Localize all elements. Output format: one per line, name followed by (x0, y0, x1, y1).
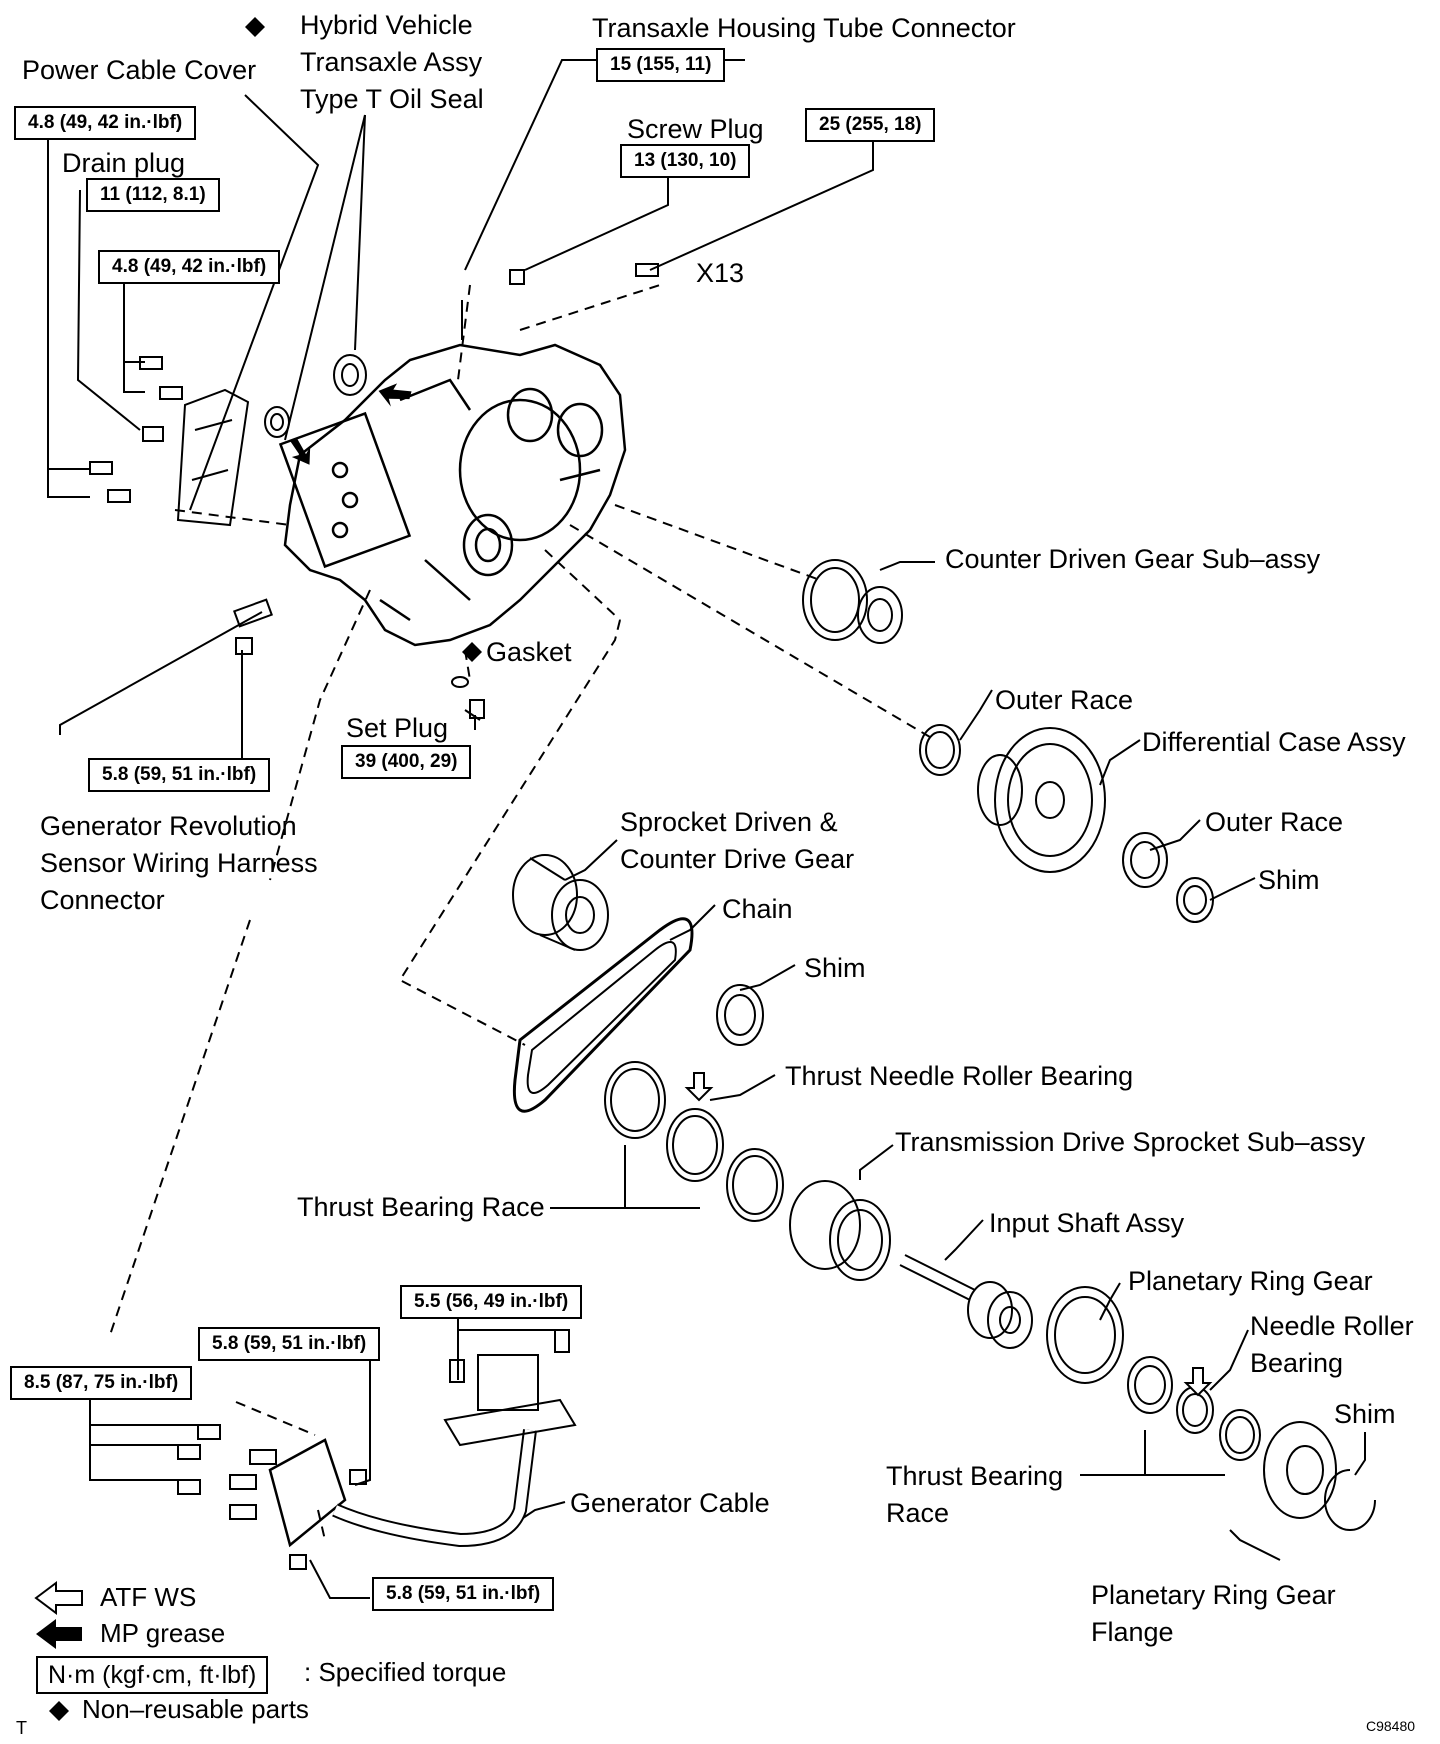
label-shim-3: Shim (1334, 1399, 1396, 1429)
generator-cable (177, 1329, 577, 1570)
torque-box-5-8-c: 5.8 (59, 51 in.·lbf) (372, 1577, 555, 1611)
non-reusable-diamond-icon (49, 1701, 69, 1721)
label-transmission-drive: Transmission Drive Sprocket Sub–assy (895, 1127, 1366, 1157)
label-gen-rev-3: Connector (40, 885, 165, 915)
corner-mark: T (16, 1718, 27, 1738)
torque-box-25: 25 (255, 18) (805, 108, 936, 142)
sprocket-driven-gear (512, 854, 609, 951)
label-set-plug: Set Plug (346, 713, 449, 743)
label-seal-line-2: Transaxle Assy (300, 47, 483, 77)
power-cable-cover (176, 388, 250, 527)
torque-box-13: 13 (130, 10) (620, 144, 751, 178)
label-thrust-needle: Thrust Needle Roller Bearing (785, 1061, 1134, 1091)
label-ring-gear-flange-2: Flange (1091, 1617, 1174, 1647)
label-seal-line-3: Type T Oil Seal (300, 84, 484, 114)
label-outer-race-1: Outer Race (995, 685, 1134, 715)
transmission-drive-sprocket (789, 1180, 891, 1281)
label-shim-1: Shim (1258, 865, 1320, 895)
torque-box-8-5: 8.5 (87, 75 in.·lbf) (10, 1366, 193, 1400)
label-needle-roller-1: Needle Roller (1250, 1311, 1414, 1341)
torque-box-15: 15 (155, 11) (596, 48, 726, 82)
oil-seals (264, 354, 367, 438)
label-counter-driven-gear: Counter Driven Gear Sub–assy (945, 544, 1321, 574)
legend-unit-box: N·m (kgf·cm, ft·lbf) (36, 1656, 269, 1694)
torque-box-5-8-b: 5.8 (59, 51 in.·lbf) (198, 1327, 381, 1361)
grease-arrows (290, 383, 412, 465)
label-shim-2: Shim (804, 953, 866, 983)
bearings-center (604, 984, 784, 1222)
bolts (89, 263, 659, 719)
label-x13: X13 (696, 258, 745, 288)
torque-box-11: 11 (112, 8.1) (86, 178, 220, 212)
legend-specified-torque: : Specified torque (304, 1657, 507, 1687)
label-sprocket-driven-2: Counter Drive Gear (620, 844, 855, 874)
counter-driven-gear (802, 559, 903, 644)
label-differential-case: Differential Case Assy (1142, 727, 1406, 757)
label-drain-plug: Drain plug (62, 148, 186, 178)
label-transaxle-housing-tube-connector: Transaxle Housing Tube Connector (592, 13, 1016, 43)
legend-glyphs (34, 1581, 83, 1721)
legend-non-reusable: Non–reusable parts (82, 1694, 309, 1724)
label-thrust-bearing-race-2b: Race (886, 1498, 950, 1528)
label-thrust-bearing-race-2a: Thrust Bearing (886, 1461, 1064, 1491)
atf-arrow-icon (34, 1581, 83, 1615)
label-gasket: Gasket (486, 637, 572, 667)
input-shaft (899, 1254, 1033, 1349)
label-ring-gear-flange-1: Planetary Ring Gear (1091, 1580, 1336, 1610)
legend-atf-label: ATF WS (100, 1582, 197, 1612)
atf-arrows (684, 1072, 1213, 1397)
label-needle-roller-2: Bearing (1250, 1348, 1344, 1378)
figure-code: C98480 (1366, 1718, 1416, 1734)
label-input-shaft: Input Shaft Assy (989, 1208, 1185, 1238)
transaxle-housing (278, 343, 627, 647)
seal-diamond-icon (245, 17, 265, 37)
label-chain: Chain (722, 894, 793, 924)
label-power-cable-cover: Power Cable Cover (22, 55, 257, 85)
label-sprocket-driven-1: Sprocket Driven & (620, 807, 838, 837)
label-generator-cable: Generator Cable (570, 1488, 770, 1518)
grease-arrow-icon (36, 1619, 82, 1649)
torque-box-4-8-b: 4.8 (49, 42 in.·lbf) (98, 250, 281, 284)
label-thrust-bearing-race-1: Thrust Bearing Race (297, 1192, 545, 1222)
label-gen-rev-1: Generator Revolution (40, 811, 297, 841)
label-seal-line-1: Hybrid Vehicle (300, 10, 473, 40)
label-gen-rev-2: Sensor Wiring Harness (40, 848, 318, 878)
planetary-ring-gear (1046, 1286, 1376, 1531)
legend-mp-grease-label: MP grease (100, 1618, 226, 1648)
label-planetary-ring-gear: Planetary Ring Gear (1128, 1266, 1373, 1296)
differential (919, 724, 1214, 923)
chain (512, 917, 694, 1113)
label-outer-race-2: Outer Race (1205, 807, 1344, 837)
torque-box-5-8-a: 5.8 (59, 51 in.·lbf) (88, 758, 271, 792)
torque-box-39: 39 (400, 29) (341, 745, 472, 779)
label-screw-plug: Screw Plug (627, 114, 764, 144)
torque-box-5-5: 5.5 (56, 49 in.·lbf) (400, 1285, 583, 1319)
gasket-diamond-icon (462, 642, 482, 662)
dashed-alignment-lines (109, 284, 936, 1541)
torque-box-4-8-a: 4.8 (49, 42 in.·lbf) (14, 106, 197, 140)
